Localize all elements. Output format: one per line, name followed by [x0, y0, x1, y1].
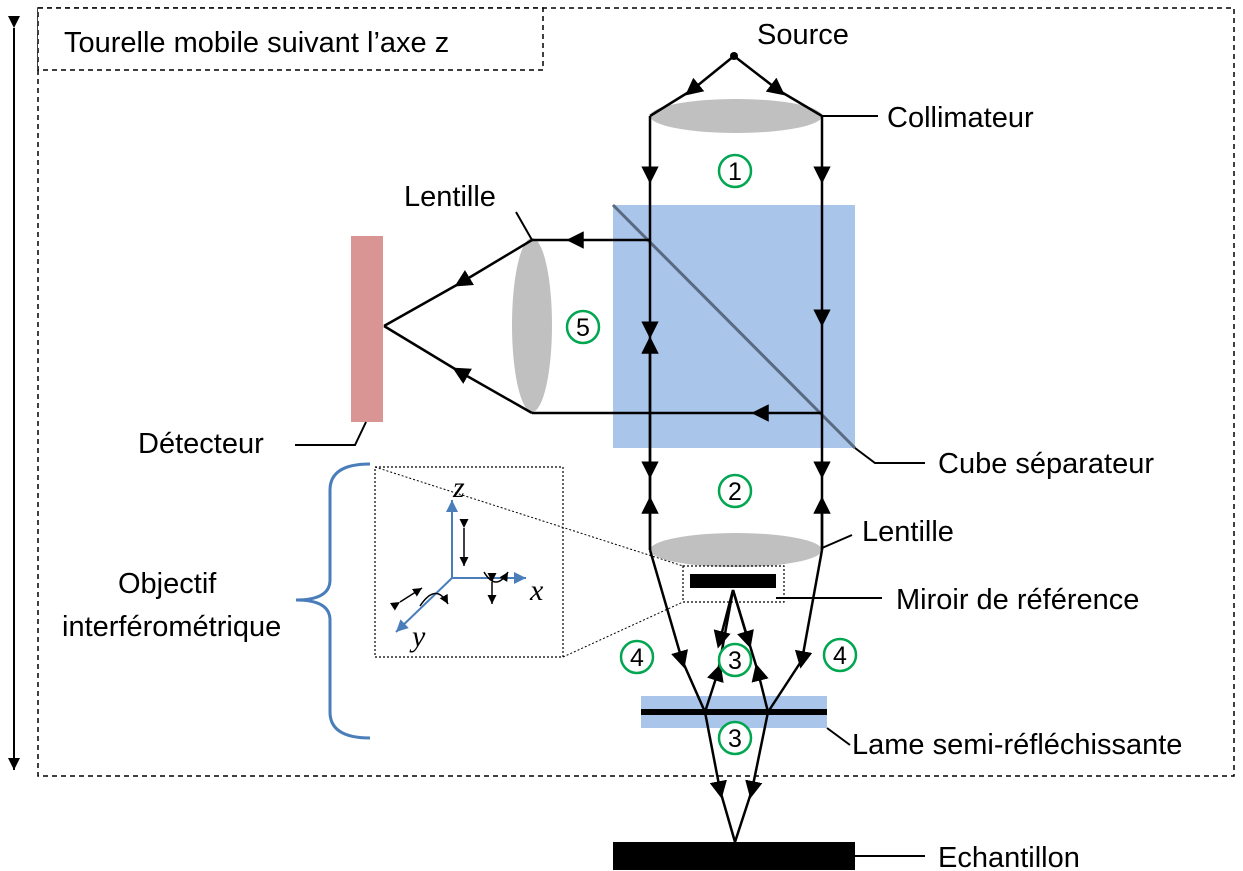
marker-3-upper: 3: [717, 642, 753, 678]
label-lentille-top: Lentille: [404, 181, 496, 213]
objective-lens: [650, 533, 822, 567]
label-collimateur: Collimateur: [887, 102, 1034, 134]
svg-text:1: 1: [728, 158, 742, 186]
label-lentille-bottom: Lentille: [862, 516, 954, 548]
label-objectif-line2: interférométrique: [62, 611, 281, 643]
detector-lens: [512, 238, 552, 412]
svg-text:4: 4: [833, 642, 847, 670]
svg-text:2: 2: [728, 478, 742, 506]
objective-brace: [295, 462, 371, 740]
label-echantillon: Echantillon: [938, 842, 1080, 871]
page-title: Tourelle mobile suivant l’axe z: [64, 27, 449, 59]
turret-boundary: [37, 7, 1235, 777]
detector: [351, 236, 383, 422]
light-rays: [383, 55, 831, 843]
marker-4-right: 4: [822, 637, 858, 673]
marker-3-lower: 3: [717, 720, 753, 756]
label-source: Source: [757, 19, 849, 51]
sample: [613, 842, 855, 870]
y-axis-label: y: [409, 620, 426, 653]
marker-1: 1: [717, 153, 753, 189]
axes-inset: z x y: [374, 466, 684, 658]
mirror-inset-box: [682, 565, 785, 603]
plate-reflective-layer: [641, 709, 827, 715]
svg-text:4: 4: [630, 644, 644, 672]
svg-text:3: 3: [728, 647, 742, 675]
z-axis-label: z: [452, 471, 465, 504]
marker-5: 5: [565, 309, 601, 345]
cube-diagonal: [611, 203, 857, 450]
leader-lines: [295, 115, 925, 857]
title-box: [37, 7, 544, 71]
x-axis-label: x: [529, 574, 544, 607]
label-detecteur: Détecteur: [138, 428, 264, 460]
label-cube-separateur: Cube séparateur: [938, 448, 1154, 480]
label-lame: Lame semi-réfléchissante: [852, 729, 1182, 761]
marker-2: 2: [717, 473, 753, 509]
label-miroir: Miroir de référence: [896, 584, 1139, 616]
svg-text:5: 5: [576, 314, 590, 342]
collimator-lens: [650, 99, 822, 133]
y-axis: [395, 577, 453, 633]
marker-4-left: 4: [619, 639, 655, 675]
label-objectif-line1: Objectif: [118, 568, 217, 600]
reference-mirror: [690, 574, 776, 588]
svg-text:3: 3: [728, 725, 742, 753]
